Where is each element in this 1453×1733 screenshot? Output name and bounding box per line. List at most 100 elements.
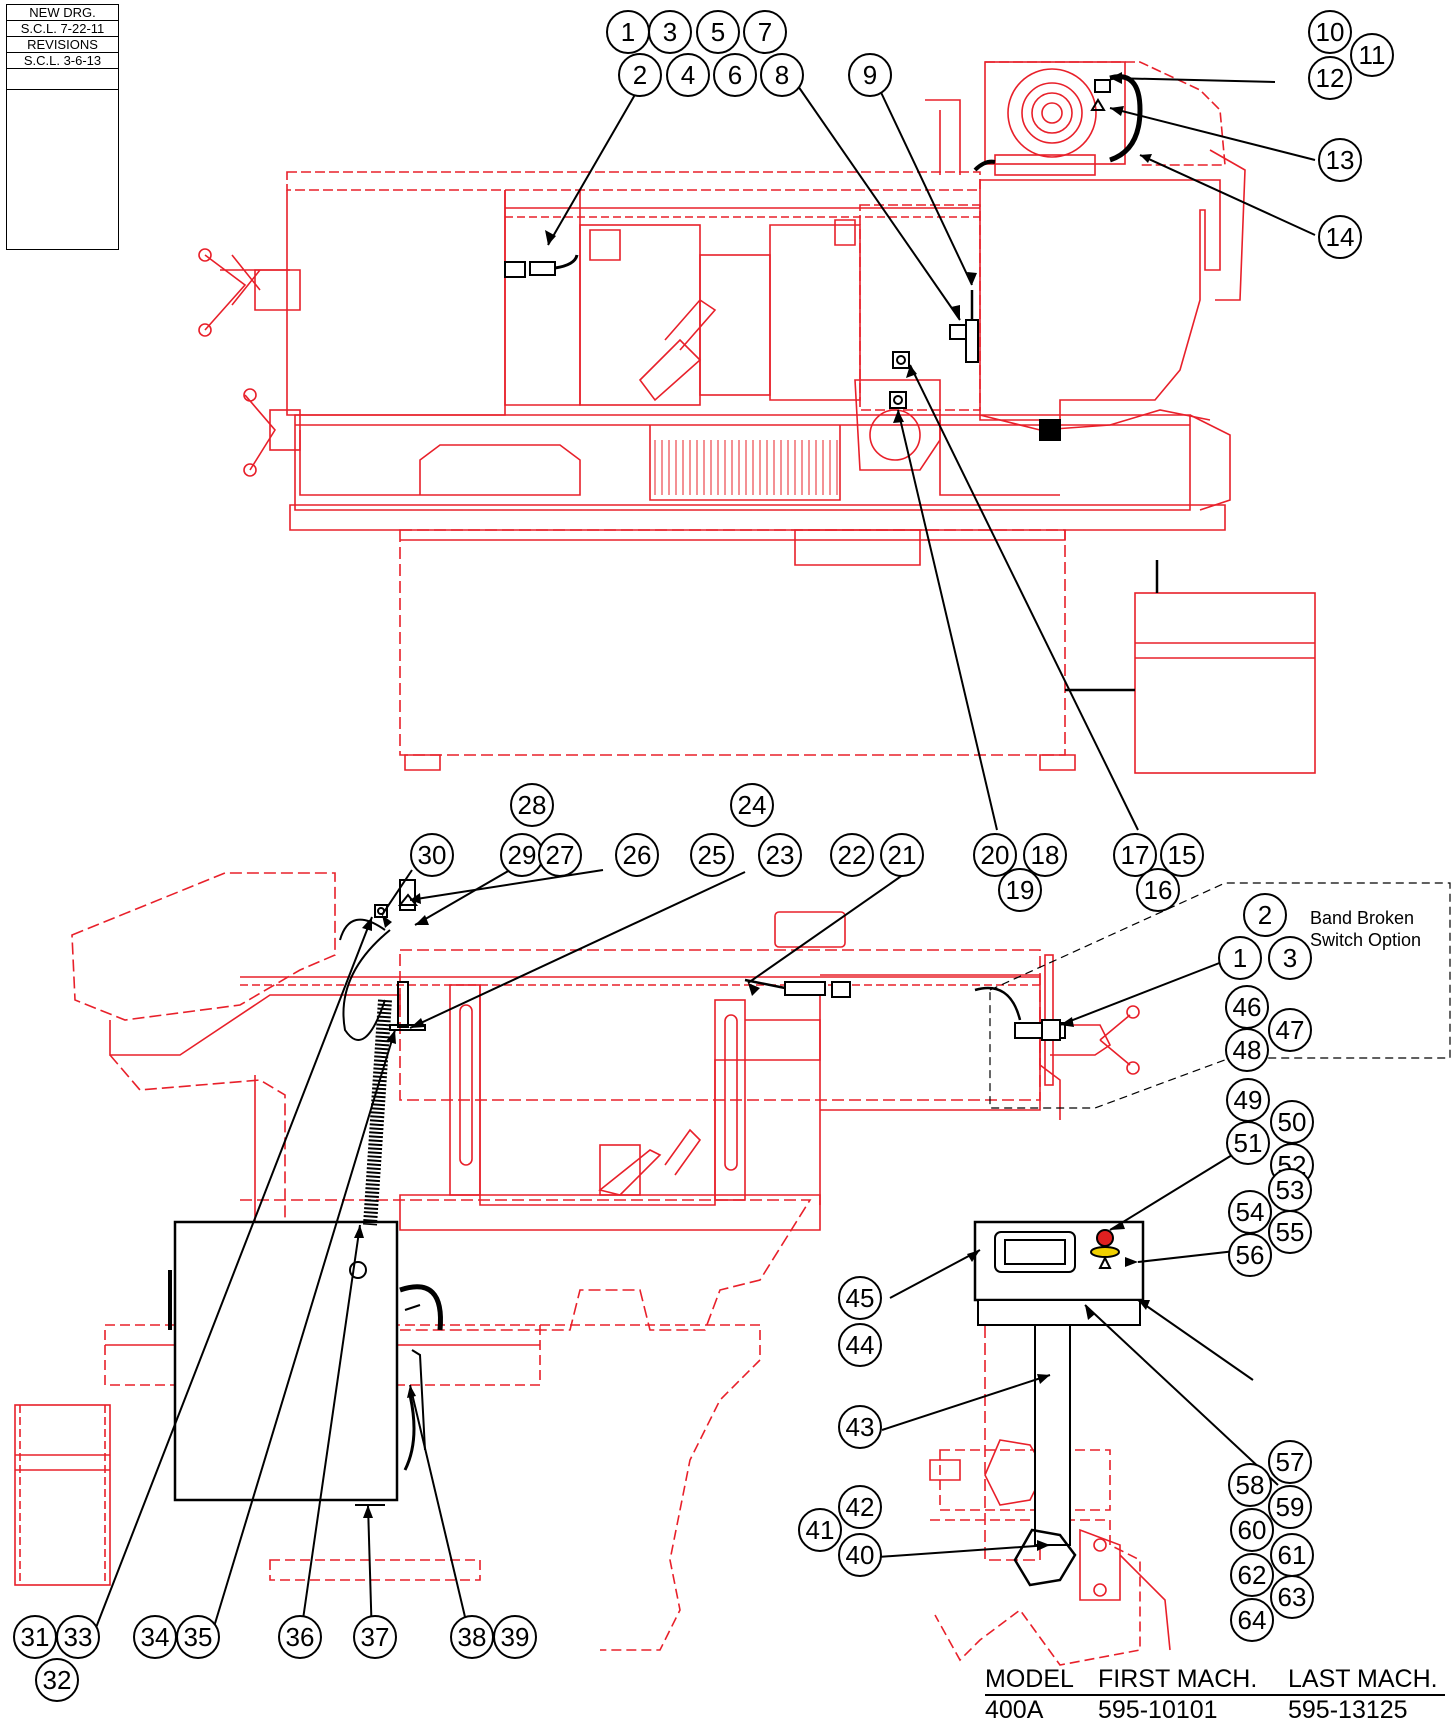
revision-row-empty bbox=[7, 69, 118, 90]
callout-bubble: 12 bbox=[1308, 56, 1352, 100]
bubble-number: 29 bbox=[508, 840, 537, 870]
bubble-circle bbox=[1136, 868, 1180, 912]
callout-bubble: 38 bbox=[450, 1615, 494, 1659]
bubble-number: 18 bbox=[1031, 840, 1060, 870]
callout-bubble: 26 bbox=[615, 833, 659, 877]
bubble-number: 33 bbox=[64, 1622, 93, 1652]
bubble-number: 8 bbox=[775, 60, 789, 90]
callout-bubble: 46 bbox=[1225, 985, 1269, 1029]
callout-bubble: 2 bbox=[618, 53, 662, 97]
revision-row: NEW DRG. bbox=[7, 4, 118, 21]
bubble-number: 59 bbox=[1276, 1492, 1305, 1522]
callout-bubble: 64 bbox=[1230, 1598, 1274, 1642]
bubble-number: 37 bbox=[361, 1622, 390, 1652]
bubble-circle bbox=[35, 1658, 79, 1702]
bubble-number: 2 bbox=[1258, 900, 1272, 930]
bubble-number: 43 bbox=[846, 1412, 875, 1442]
bubble-circle bbox=[1023, 833, 1067, 877]
bubble-circle bbox=[510, 783, 554, 827]
bubble-circle bbox=[696, 10, 740, 54]
bubble-number: 6 bbox=[728, 60, 742, 90]
bubble-circle bbox=[798, 1508, 842, 1552]
bubble-circle bbox=[743, 10, 787, 54]
bubble-circle bbox=[1226, 1121, 1270, 1165]
bubble-circle bbox=[838, 1405, 882, 1449]
revision-row: S.C.L. 7-22-11 bbox=[7, 21, 118, 37]
bubble-circle bbox=[176, 1615, 220, 1659]
bubble-circle bbox=[1230, 1598, 1274, 1642]
bubble-number: 62 bbox=[1238, 1560, 1267, 1590]
bubble-number: 47 bbox=[1276, 1015, 1305, 1045]
bubble-number: 58 bbox=[1236, 1470, 1265, 1500]
bubble-circle bbox=[278, 1615, 322, 1659]
callout-bubble: 61 bbox=[1270, 1533, 1314, 1577]
callout-bubble: 43 bbox=[838, 1405, 882, 1449]
bubble-number: 63 bbox=[1278, 1582, 1307, 1612]
machine-top-view bbox=[198, 61, 1316, 774]
callout-bubble: 50 bbox=[1270, 1100, 1314, 1144]
callout-bubble: 25 bbox=[690, 833, 734, 877]
bubble-circle bbox=[973, 833, 1017, 877]
bubble-circle bbox=[648, 10, 692, 54]
callout-bubble: 39 bbox=[493, 1615, 537, 1659]
bubble-number: 22 bbox=[838, 840, 867, 870]
callout-bubble: 2 bbox=[1243, 893, 1287, 937]
bubble-number: 35 bbox=[184, 1622, 213, 1652]
callout-bubble: 35 bbox=[176, 1615, 220, 1659]
bubble-circle bbox=[838, 1323, 882, 1367]
callout-bubble: 32 bbox=[35, 1658, 79, 1702]
callout-bubble: 41 bbox=[798, 1508, 842, 1552]
callout-bubble: 37 bbox=[353, 1615, 397, 1659]
band-broken-note: Band Broken Switch Option bbox=[1310, 907, 1450, 951]
callout-bubble: 21 bbox=[880, 833, 924, 877]
callout-bubble: 1 bbox=[606, 10, 650, 54]
callout-bubble: 62 bbox=[1230, 1553, 1274, 1597]
callout-bubble: 27 bbox=[538, 833, 582, 877]
bubble-number: 12 bbox=[1316, 63, 1345, 93]
bubble-circle bbox=[760, 53, 804, 97]
bubble-number: 41 bbox=[806, 1515, 835, 1545]
callout-bubble: 23 bbox=[758, 833, 802, 877]
callout-bubble: 36 bbox=[278, 1615, 322, 1659]
bubble-number: 57 bbox=[1276, 1447, 1305, 1477]
callout-bubble: 30 bbox=[410, 833, 454, 877]
bubble-number: 53 bbox=[1276, 1175, 1305, 1205]
bubble-number: 56 bbox=[1236, 1240, 1265, 1270]
callout-bubble: 15 bbox=[1160, 833, 1204, 877]
bubble-circle bbox=[998, 868, 1042, 912]
bubble-number: 40 bbox=[846, 1540, 875, 1570]
callout-bubble: 6 bbox=[713, 53, 757, 97]
bubble-number: 50 bbox=[1278, 1107, 1307, 1137]
callout-bubble: 28 bbox=[510, 783, 554, 827]
callout-bubble: 58 bbox=[1228, 1463, 1272, 1507]
first-mach-cell: 595-10101 bbox=[1098, 1696, 1218, 1724]
bubble-circle bbox=[830, 833, 874, 877]
bubble-number: 4 bbox=[681, 60, 695, 90]
bubble-circle bbox=[615, 833, 659, 877]
bubble-circle bbox=[353, 1615, 397, 1659]
callout-bubble: 16 bbox=[1136, 868, 1180, 912]
callout-bubble: 34 bbox=[133, 1615, 177, 1659]
callout-bubble: 3 bbox=[1268, 936, 1312, 980]
revision-block: NEW DRG. S.C.L. 7-22-11 REVISIONS S.C.L.… bbox=[6, 4, 119, 250]
bubble-circle bbox=[1268, 1485, 1312, 1529]
bubble-circle bbox=[1268, 1008, 1312, 1052]
bubble-number: 38 bbox=[458, 1622, 487, 1652]
bubble-number: 54 bbox=[1236, 1197, 1265, 1227]
bubble-number: 14 bbox=[1326, 222, 1355, 252]
callout-bubble: 48 bbox=[1225, 1028, 1269, 1072]
bubble-number: 17 bbox=[1121, 840, 1150, 870]
bubble-circle bbox=[666, 53, 710, 97]
bubble-circle bbox=[1230, 1553, 1274, 1597]
bubble-number: 3 bbox=[663, 17, 677, 47]
bubble-circle bbox=[848, 53, 892, 97]
callout-bubble: 42 bbox=[838, 1485, 882, 1529]
bubble-circle bbox=[1225, 1028, 1269, 1072]
bubble-number: 28 bbox=[518, 790, 547, 820]
model-table-row: 400A 595-10101 595-13125 bbox=[985, 1696, 1445, 1725]
note-line: Switch Option bbox=[1310, 930, 1422, 950]
note-line: Band Broken bbox=[1310, 908, 1415, 928]
callout-bubble: 17 bbox=[1113, 833, 1157, 877]
